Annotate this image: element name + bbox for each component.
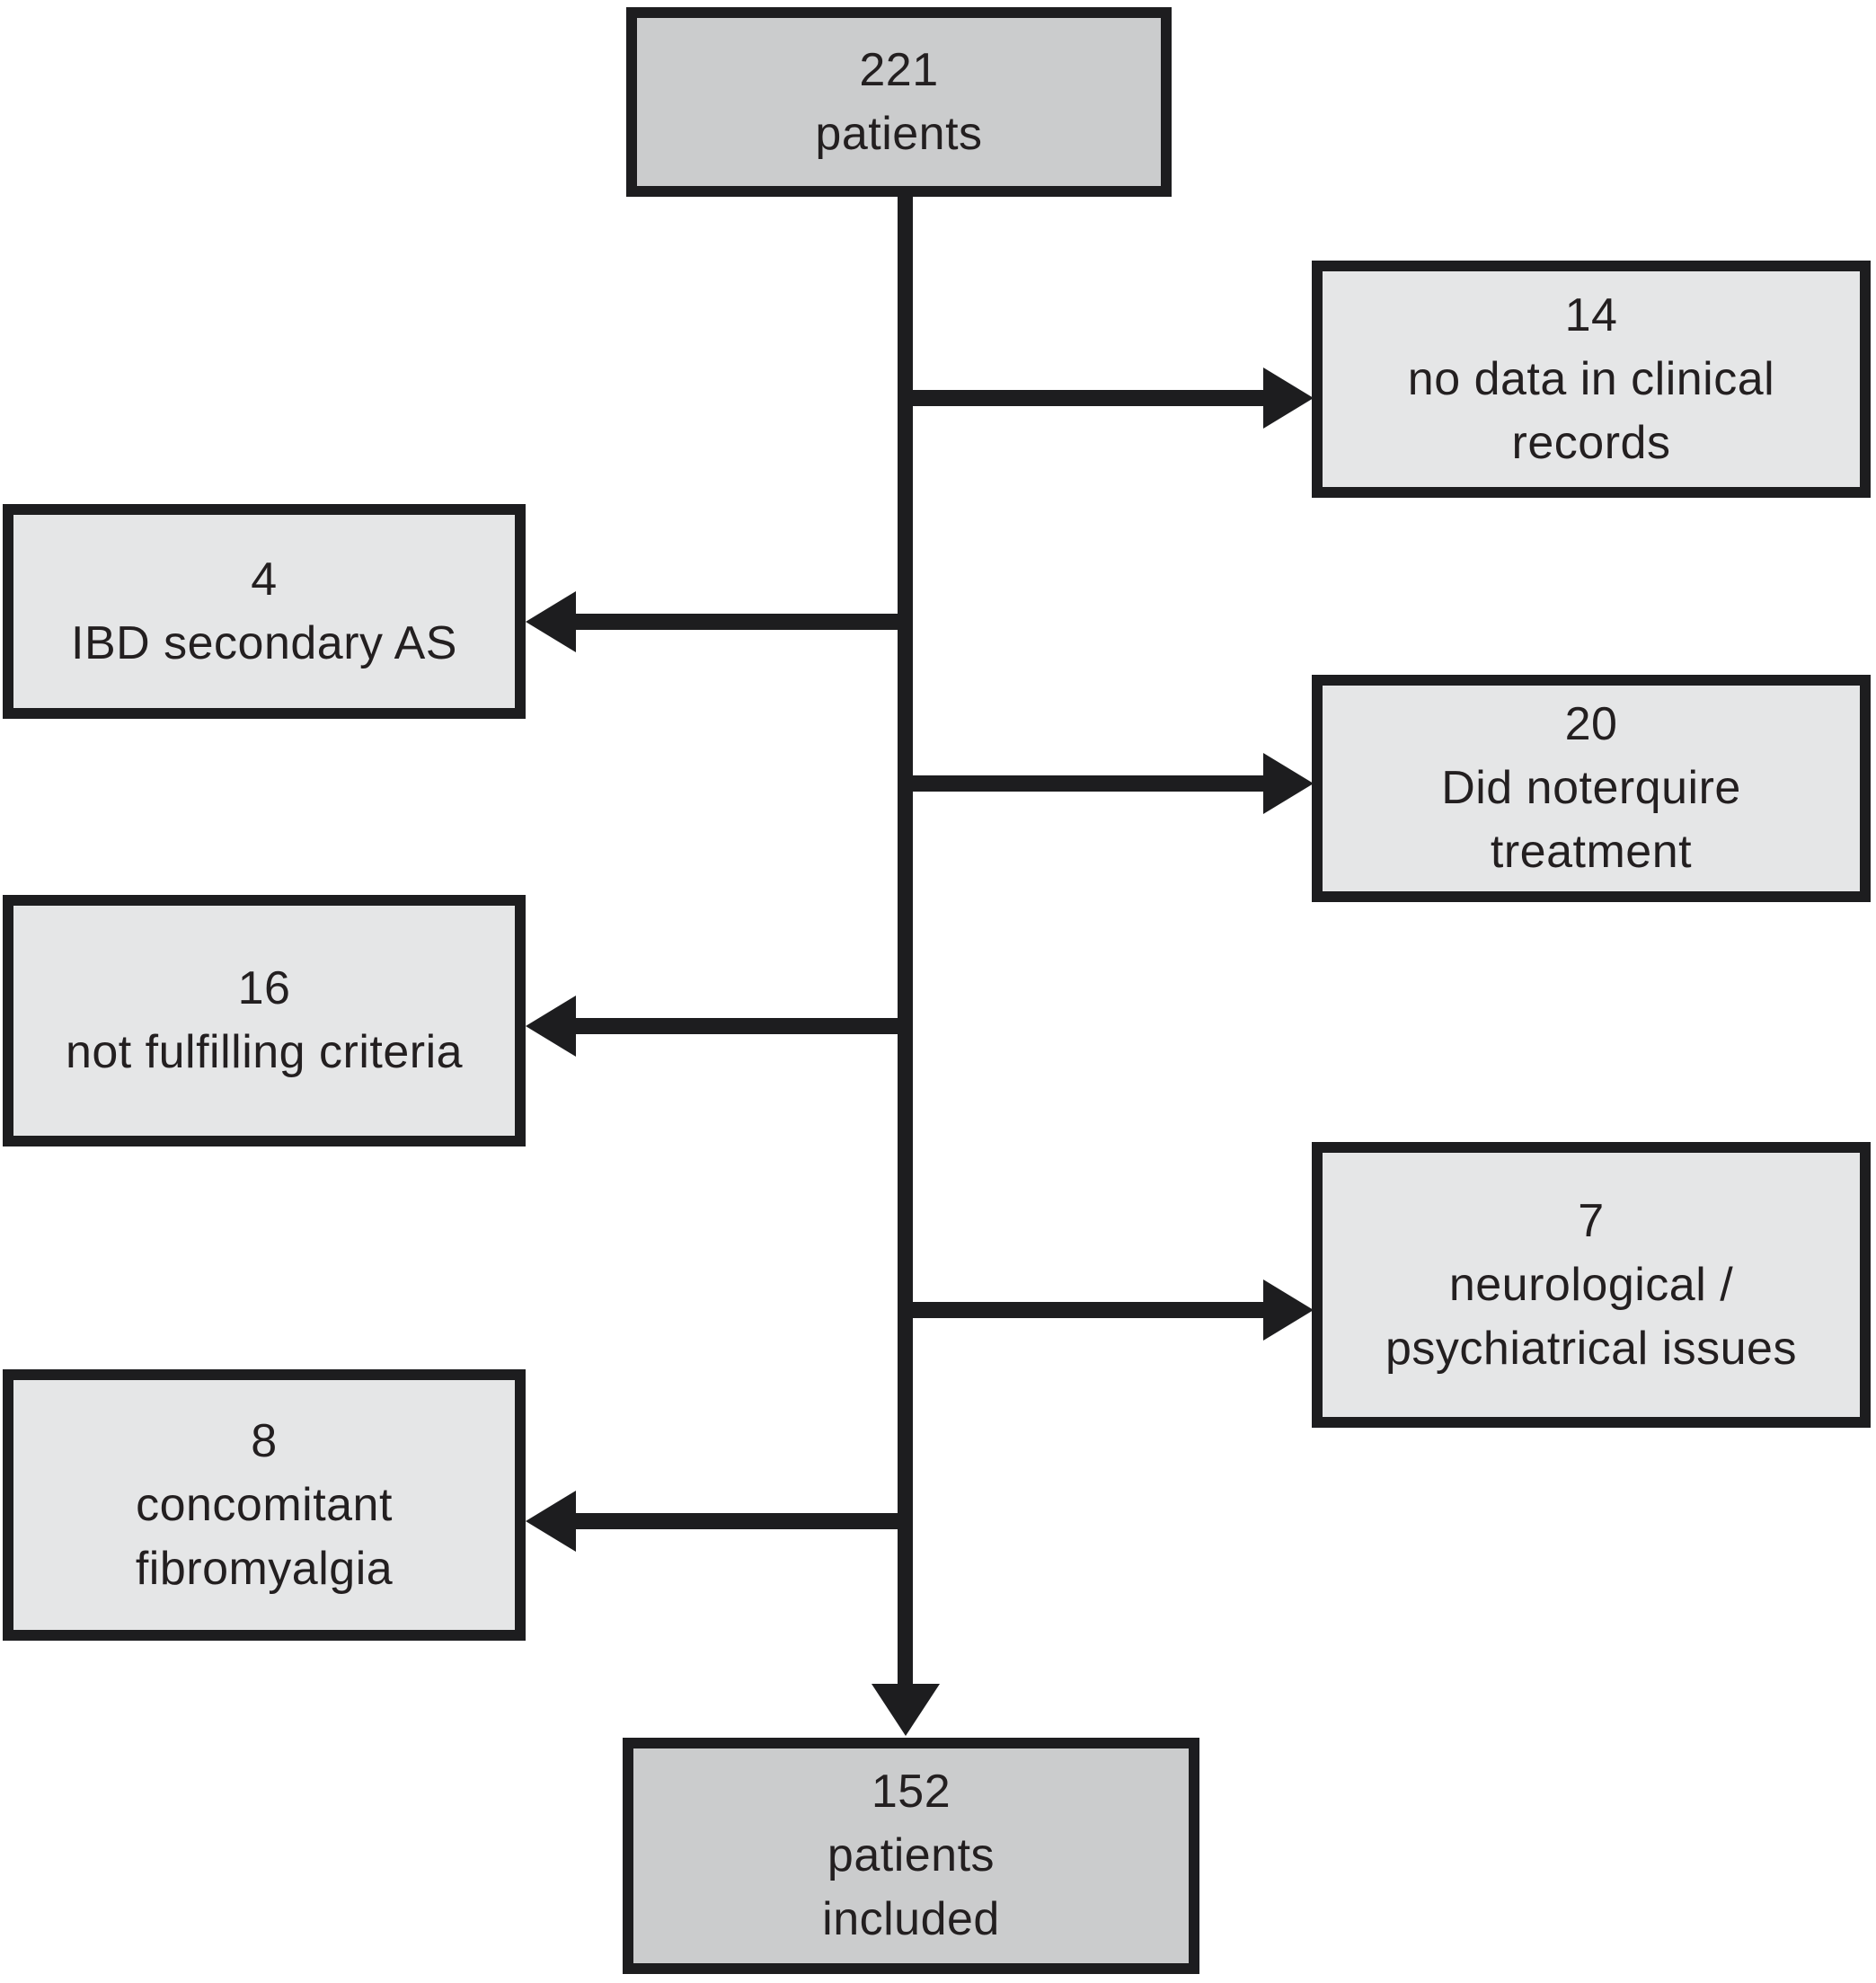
node-count: 4: [251, 553, 278, 606]
branch-line-criteria: [571, 1018, 913, 1034]
arrow-left-icon: [526, 996, 576, 1057]
node-label: fibromyalgia: [135, 1542, 394, 1595]
branch-line-no-data: [906, 390, 1263, 406]
node-count: 8: [251, 1414, 278, 1467]
node-label: patients: [827, 1829, 996, 1881]
branch-line-ibd: [571, 614, 913, 630]
node-label: concomitant: [136, 1478, 393, 1531]
branch-line-neuro: [906, 1302, 1263, 1318]
trunk-line: [898, 191, 913, 1684]
branch-line-fibromyalgia: [571, 1513, 913, 1529]
arrow-right-icon: [1263, 1279, 1314, 1341]
arrow-left-icon: [526, 591, 576, 652]
node-label: psychiatrical issues: [1385, 1322, 1797, 1375]
arrow-right-icon: [1263, 753, 1314, 814]
node-patients-included: 152 patients included: [623, 1738, 1199, 1974]
node-label: patients: [815, 107, 983, 160]
node-label: neurological /: [1448, 1258, 1734, 1311]
arrow-right-icon: [1263, 367, 1314, 429]
node-neuro: 7 neurological / psychiatrical issues: [1312, 1142, 1871, 1428]
node-count: 152: [871, 1766, 951, 1818]
node-label: records: [1511, 416, 1671, 469]
node-count: 7: [1578, 1194, 1605, 1247]
node-label: treatment: [1490, 826, 1693, 878]
node-no-data: 14 no data in clinical records: [1312, 261, 1871, 498]
node-no-treatment: 20 Did noterquire treatment: [1312, 675, 1871, 902]
node-criteria: 16 not fulfilling criteria: [3, 895, 526, 1146]
node-label: included: [822, 1893, 1000, 1945]
node-patients-initial: 221 patients: [626, 7, 1172, 197]
node-ibd: 4 IBD secondary AS: [3, 504, 526, 719]
node-count: 14: [1564, 288, 1618, 341]
branch-line-no-treatment: [906, 775, 1263, 792]
node-label: no data in clinical: [1407, 352, 1775, 405]
node-count: 20: [1564, 698, 1618, 750]
arrow-left-icon: [526, 1491, 576, 1552]
node-count: 221: [859, 43, 939, 96]
node-label: Did noterquire: [1441, 762, 1741, 814]
node-fibromyalgia: 8 concomitant fibromyalgia: [3, 1369, 526, 1641]
node-label: IBD secondary AS: [71, 616, 457, 669]
node-count: 16: [237, 962, 291, 1014]
node-label: not fulfilling criteria: [65, 1026, 464, 1078]
arrow-down-icon: [872, 1684, 940, 1736]
